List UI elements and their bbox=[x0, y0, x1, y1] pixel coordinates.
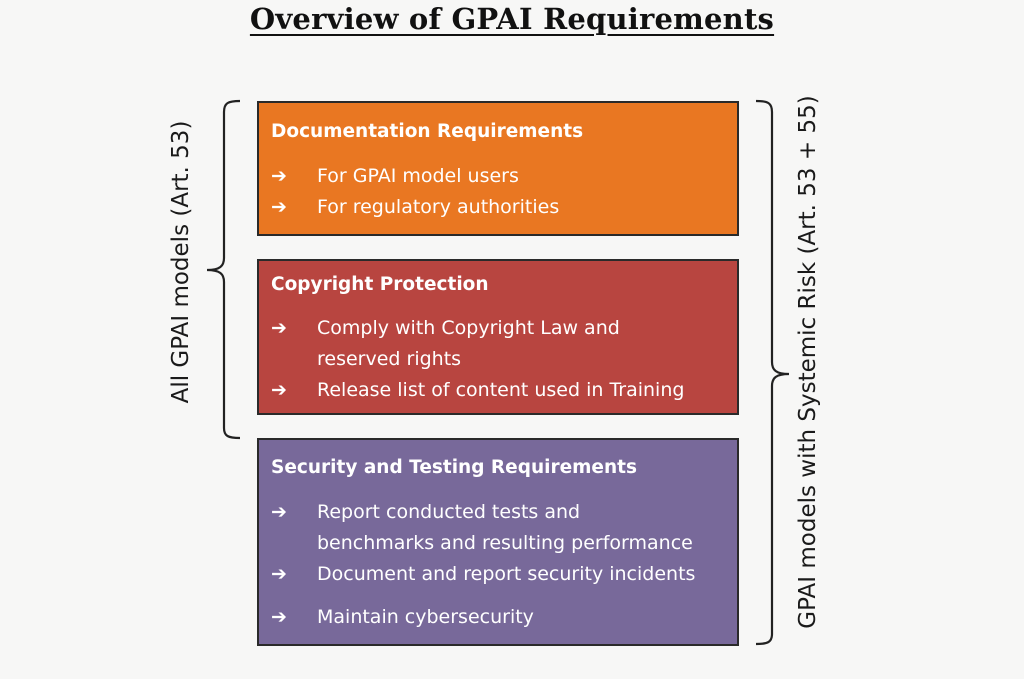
arrow-right-icon: ➔ bbox=[271, 165, 287, 187]
right-bracket bbox=[755, 99, 790, 646]
arrow-right-icon: ➔ bbox=[271, 501, 287, 523]
box-title: Security and Testing Requirements bbox=[271, 457, 637, 478]
left-bracket bbox=[206, 99, 241, 440]
diagram-title: Overview of GPAI Requirements bbox=[249, 2, 775, 36]
box-title: Documentation Requirements bbox=[271, 121, 584, 142]
box-title: Copyright Protection bbox=[271, 274, 489, 295]
documentation-requirements-box: Documentation Requirements ➔ For GPAI mo… bbox=[257, 101, 739, 236]
arrow-right-icon: ➔ bbox=[271, 317, 287, 339]
arrow-right-icon: ➔ bbox=[271, 196, 287, 218]
copyright-protection-box: Copyright Protection ➔ Comply with Copyr… bbox=[257, 259, 739, 415]
arrow-right-icon: ➔ bbox=[271, 379, 287, 401]
security-testing-requirements-box: Security and Testing Requirements ➔ Repo… bbox=[257, 438, 739, 646]
arrow-right-icon: ➔ bbox=[271, 563, 287, 585]
arrow-right-icon: ➔ bbox=[271, 606, 287, 628]
